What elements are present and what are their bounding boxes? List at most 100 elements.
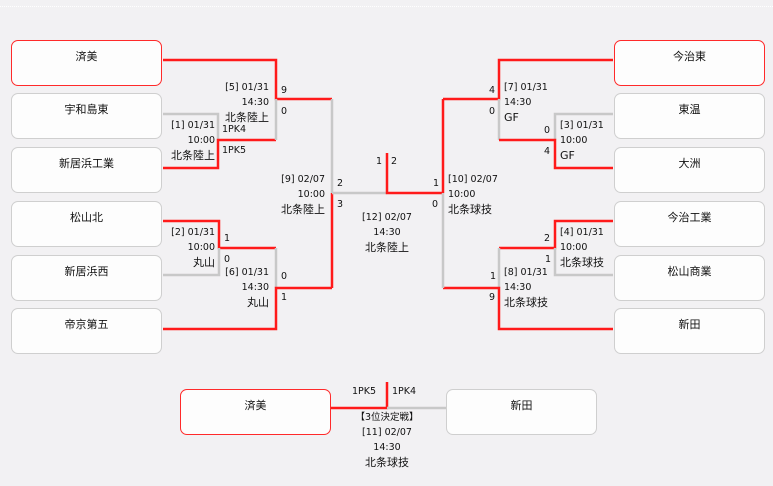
match-time: 10:00 (448, 189, 476, 200)
match-venue: 北条球技 (365, 456, 409, 469)
match-time: 14:30 (241, 282, 269, 293)
score-m12-right: 2 (391, 156, 398, 167)
score-m3-b: 4 (544, 146, 551, 157)
team-box-right-6[interactable]: 新田 (614, 308, 765, 354)
match-id: [1] 01/31 (171, 120, 215, 131)
score-m6-a: 0 (281, 271, 288, 282)
match-info-10[interactable]: [10] 02/07 10:00 北条球技 (448, 172, 498, 217)
match-time: 10:00 (560, 242, 588, 253)
team-box-right-2[interactable]: 東温 (614, 93, 765, 139)
score-m7-a: 4 (489, 85, 496, 96)
match-info-5[interactable]: [5] 01/31 14:30 北条陸上 (225, 80, 269, 125)
third-place-team-right[interactable]: 新田 (446, 389, 597, 435)
match-venue: 北条球技 (448, 203, 492, 216)
match-title: 【3位決定戦】 (355, 412, 419, 423)
match-info-7[interactable]: [7] 01/31 14:30 GF (504, 80, 548, 125)
match-id: [12] 02/07 (362, 212, 412, 223)
team-box-right-4[interactable]: 今治工業 (614, 201, 765, 247)
line-m4-bottom (553, 248, 613, 277)
team-box-left-4[interactable]: 松山北 (11, 201, 162, 247)
team-box-left-1[interactable]: 済美 (11, 40, 162, 86)
match-time: 10:00 (187, 135, 215, 146)
score-m1-b: 1PK5 (222, 145, 247, 156)
score-m4-b: 1 (545, 254, 552, 265)
match-time: 14:30 (373, 442, 401, 453)
match-id: [9] 02/07 (281, 174, 325, 185)
team-name: 済美 (244, 399, 267, 412)
match-venue: 北条陸上 (225, 111, 269, 124)
match-info-11[interactable]: 【3位決定戦】 [11] 02/07 14:30 北条球技 (327, 410, 447, 470)
match-info-4[interactable]: [4] 01/31 10:00 北条球技 (560, 225, 604, 270)
match-info-1[interactable]: [1] 01/31 10:00 北条陸上 (171, 118, 215, 163)
match-venue: GF (504, 111, 519, 124)
team-name: 新田 (510, 399, 533, 412)
line-m2-top (163, 219, 276, 250)
match-venue: GF (560, 149, 575, 162)
match-time: 10:00 (297, 189, 325, 200)
match-time: 14:30 (373, 227, 401, 238)
line-m1-bottom (163, 138, 276, 170)
line-m1-top (163, 112, 220, 140)
team-name: 松山商業 (667, 265, 712, 278)
match-venue: 北条陸上 (171, 149, 215, 162)
match-id: [3] 01/31 (560, 120, 604, 131)
line-m2-bottom (163, 248, 221, 277)
match-id: [10] 02/07 (448, 174, 498, 185)
match-info-12[interactable]: [12] 02/07 14:30 北条陸上 (337, 210, 437, 255)
team-box-left-2[interactable]: 宇和島東 (11, 93, 162, 139)
team-name: 東温 (678, 103, 701, 116)
match-venue: 北条陸上 (365, 241, 409, 254)
match-info-3[interactable]: [3] 01/31 10:00 GF (560, 118, 604, 163)
score-m11-right: 1PK4 (392, 386, 417, 397)
score-m2-b: 0 (224, 254, 231, 265)
team-name: 大洲 (678, 157, 701, 170)
team-name: 松山北 (70, 211, 103, 224)
match-info-8[interactable]: [8] 01/31 14:30 北条球技 (504, 265, 548, 310)
score-m3-a: 0 (544, 125, 551, 136)
score-m5-b: 0 (281, 106, 288, 117)
score-m6-b: 1 (281, 292, 288, 303)
match-id: [8] 01/31 (504, 267, 548, 278)
line-m3-top (553, 112, 613, 140)
match-info-9[interactable]: [9] 02/07 10:00 北条陸上 (281, 172, 325, 217)
match-id: [11] 02/07 (362, 427, 412, 438)
line-m6-bottom (163, 286, 332, 331)
team-name: 新田 (678, 318, 701, 331)
match-info-2[interactable]: [2] 01/31 10:00 丸山 (171, 225, 215, 270)
score-m4-a: 2 (544, 233, 551, 244)
line-m4-top (499, 219, 613, 250)
match-time: 10:00 (560, 135, 588, 146)
match-info-6[interactable]: [6] 01/31 14:30 丸山 (225, 265, 269, 310)
match-venue: 丸山 (247, 296, 269, 309)
line-m8-bottom (443, 286, 613, 331)
team-box-left-6[interactable]: 帝京第五 (11, 308, 162, 354)
score-m11-left: 1PK5 (352, 386, 377, 397)
line-m5-top (163, 58, 332, 101)
team-box-left-5[interactable]: 新居浜西 (11, 255, 162, 301)
team-name: 今治東 (673, 50, 706, 63)
team-box-left-3[interactable]: 新居浜工業 (11, 147, 162, 193)
score-m9-b: 3 (337, 199, 344, 210)
match-id: [4] 01/31 (560, 227, 604, 238)
score-m10-a: 1 (433, 178, 440, 189)
top-divider (0, 6, 773, 7)
line-m3-bottom (499, 138, 613, 170)
match-time: 14:30 (241, 97, 269, 108)
third-place-team-left[interactable]: 済美 (180, 389, 331, 435)
team-box-right-5[interactable]: 松山商業 (614, 255, 765, 301)
team-box-right-1[interactable]: 今治東 (614, 40, 765, 86)
match-id: [7] 01/31 (504, 82, 548, 93)
line-m12-right (385, 153, 443, 195)
score-m1-a: 1PK4 (222, 124, 247, 135)
score-m8-b: 9 (489, 292, 496, 303)
match-venue: 北条球技 (560, 256, 604, 269)
score-m2-a: 1 (224, 233, 231, 244)
score-m9-a: 2 (337, 178, 344, 189)
team-box-right-3[interactable]: 大洲 (614, 147, 765, 193)
score-m10-b: 0 (432, 199, 439, 210)
score-m5-a: 9 (281, 85, 288, 96)
team-name: 済美 (75, 50, 98, 63)
team-name: 帝京第五 (64, 318, 109, 331)
team-name: 今治工業 (667, 211, 712, 224)
